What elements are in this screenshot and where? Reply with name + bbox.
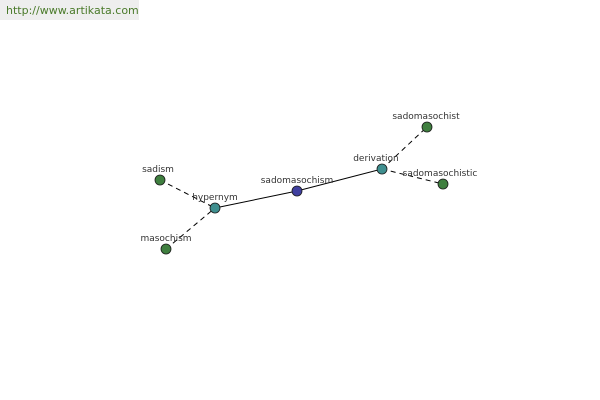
node-sadomasochist[interactable] (421, 121, 433, 133)
edge-derivation-sadomasochistic (381, 168, 444, 185)
node-sadomasochistic[interactable] (437, 178, 449, 190)
node-label-masochism: masochism (140, 234, 191, 244)
node-sadism[interactable] (154, 174, 166, 186)
node-derivation[interactable] (376, 163, 388, 175)
node-label-hypernym: hypernym (192, 193, 238, 203)
node-sadomasochism[interactable] (291, 185, 303, 197)
node-label-sadomasochistic: sadomasochistic (403, 169, 478, 179)
edge-masochism-hypernym (165, 207, 216, 250)
node-label-sadism: sadism (142, 165, 174, 175)
node-masochism[interactable] (160, 243, 172, 255)
edge-hypernym-sadomasochism (214, 190, 298, 209)
labels-layer: sadomasochism hypernym derivation sadism mas… (140, 112, 477, 244)
edge-derivation-sadomasochist (381, 126, 428, 170)
edge-sadism-hypernym (159, 179, 216, 209)
node-label-sadomasochism: sadomasochism (261, 176, 334, 186)
node-label-derivation: derivation (353, 154, 399, 164)
edge-sadomasochism-derivation (296, 168, 383, 192)
node-label-sadomasochist: sadomasochist (392, 112, 460, 122)
node-hypernym[interactable] (209, 202, 221, 214)
edges-layer (159, 126, 444, 250)
source-url[interactable]: http://www.artikata.com (0, 0, 139, 20)
nodes-layer (154, 121, 449, 255)
